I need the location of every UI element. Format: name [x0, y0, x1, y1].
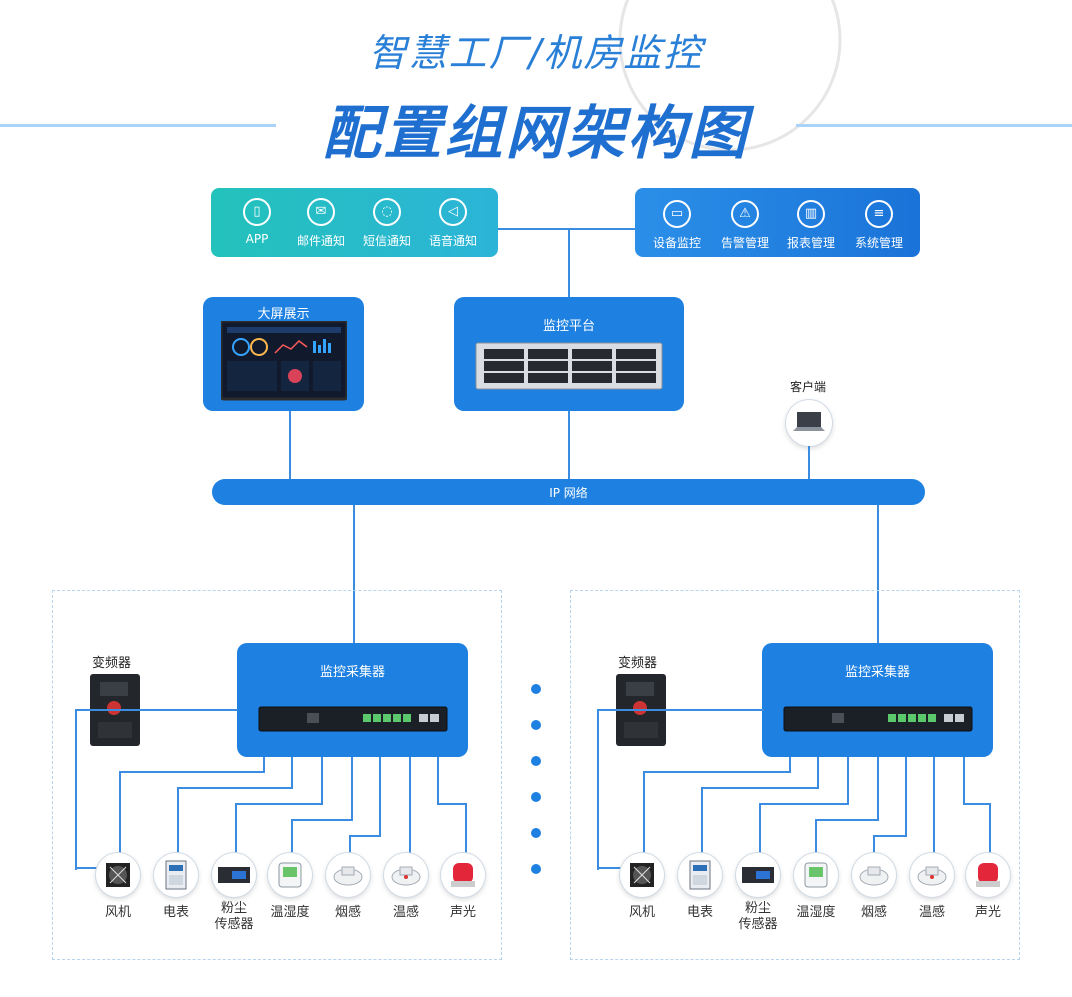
function-device-label: 设备监控	[652, 236, 701, 250]
humidity-icon	[794, 853, 838, 897]
meter-icon	[678, 853, 722, 897]
server-image	[475, 342, 663, 390]
sensor-label-meter: 电表	[162, 905, 189, 920]
function-panel: ▭ 设备监控 ⚠ 告警管理 ▥ 报表管理 ≡ 系统管理	[635, 188, 920, 257]
function-system-label: 系统管理	[854, 236, 903, 250]
sensor-label-fan: 风机	[104, 905, 131, 920]
dust-sensor-icon	[736, 853, 780, 897]
siren-icon	[966, 853, 1010, 897]
fan-icon	[96, 853, 140, 897]
notify-voice-label: 语音通知	[428, 234, 477, 248]
fan-icon	[620, 853, 664, 897]
siren-icon	[441, 853, 485, 897]
big-screen-box: 大屏展示	[203, 297, 364, 411]
sensor-label-siren: 声光	[449, 905, 476, 920]
site2-wiring	[597, 709, 991, 870]
collector-device-image	[783, 706, 973, 732]
sensor-label-fan: 风机	[628, 905, 655, 920]
notify-sms-label: 短信通知	[362, 234, 411, 248]
notify-app-label: APP	[245, 232, 269, 246]
ellipsis-dot	[531, 720, 541, 730]
sensor-label-siren: 声光	[974, 905, 1001, 920]
function-alarm-label: 告警管理	[720, 236, 769, 250]
smoke-detector-icon	[852, 853, 896, 897]
connector-bigscreen-net	[289, 411, 291, 479]
page-subtitle: 智慧工厂/机房监控	[368, 31, 704, 75]
inverter-label: 变频器	[92, 656, 132, 671]
heat-detector-icon	[384, 853, 428, 897]
monitor-icon: ▭	[663, 200, 691, 228]
bar-chart-icon: ▥	[797, 200, 825, 228]
collector-label: 监控采集器	[844, 665, 910, 680]
notify-panel: ▯ APP ✉ 邮件通知 ◌ 短信通知 ◁ 语音通知	[211, 188, 498, 257]
title-rule-right	[796, 124, 1072, 127]
heat-detector-icon	[910, 853, 954, 897]
sensor-label-smoke: 烟感	[334, 905, 361, 920]
collector-box: 监控采集器	[237, 643, 468, 757]
sensor-label-humidity: 温湿度	[796, 905, 836, 920]
function-report-label: 报表管理	[786, 236, 835, 250]
connector-net-site2	[877, 505, 879, 644]
alarm-icon: ⚠	[731, 200, 759, 228]
page-title: 配置组网架构图	[322, 99, 750, 167]
sensor-label-humidity: 温湿度	[270, 905, 310, 920]
smoke-detector-icon	[326, 853, 370, 897]
connector-panels-platform	[568, 228, 570, 298]
sensor-label-heat: 温感	[392, 905, 419, 920]
dashboard-screen-image	[221, 321, 347, 401]
platform-box: 监控平台	[454, 297, 684, 411]
sensor-label-heat: 温感	[918, 905, 945, 920]
platform-label: 监控平台	[542, 319, 595, 334]
collector-box: 监控采集器	[762, 643, 993, 757]
ip-network-label: IP 网络	[549, 486, 588, 500]
sensor-label-dust: 粉尘 传感器	[738, 901, 778, 932]
decorative-circle	[618, 0, 842, 152]
speaker-icon: ◁	[439, 198, 467, 226]
ellipsis-dot	[531, 864, 541, 874]
site-frame-1	[52, 590, 502, 960]
connector-client-net	[808, 446, 810, 479]
ip-network-bar: IP 网络	[212, 479, 925, 505]
chat-icon: ◌	[373, 198, 401, 226]
sensor-label-dust: 粉尘 传感器	[214, 901, 254, 932]
connector-net-site1	[353, 505, 355, 644]
collector-label: 监控采集器	[319, 665, 385, 680]
connector-panels	[498, 228, 636, 230]
ellipsis-dot	[531, 828, 541, 838]
client-label: 客户端	[789, 380, 826, 394]
site1-wiring	[75, 709, 467, 870]
inverter-label: 变频器	[618, 656, 658, 671]
phone-icon: ▯	[243, 198, 271, 226]
site-frame-2	[570, 590, 1020, 960]
humidity-icon	[268, 853, 312, 897]
dust-sensor-icon	[212, 853, 256, 897]
meter-icon	[154, 853, 198, 897]
notify-email-label: 邮件通知	[296, 234, 345, 248]
title-rule-left	[0, 124, 276, 127]
laptop-icon	[786, 400, 832, 446]
big-screen-label: 大屏展示	[257, 307, 310, 322]
ellipsis-dot	[531, 684, 541, 694]
connector-platform-net	[568, 411, 570, 479]
sensor-label-meter: 电表	[686, 905, 713, 920]
ellipsis-dot	[531, 792, 541, 802]
mail-icon: ✉	[307, 198, 335, 226]
ellipsis-dot	[531, 756, 541, 766]
collector-device-image	[258, 706, 448, 732]
sensor-label-smoke: 烟感	[860, 905, 887, 920]
database-icon: ≡	[865, 200, 893, 228]
